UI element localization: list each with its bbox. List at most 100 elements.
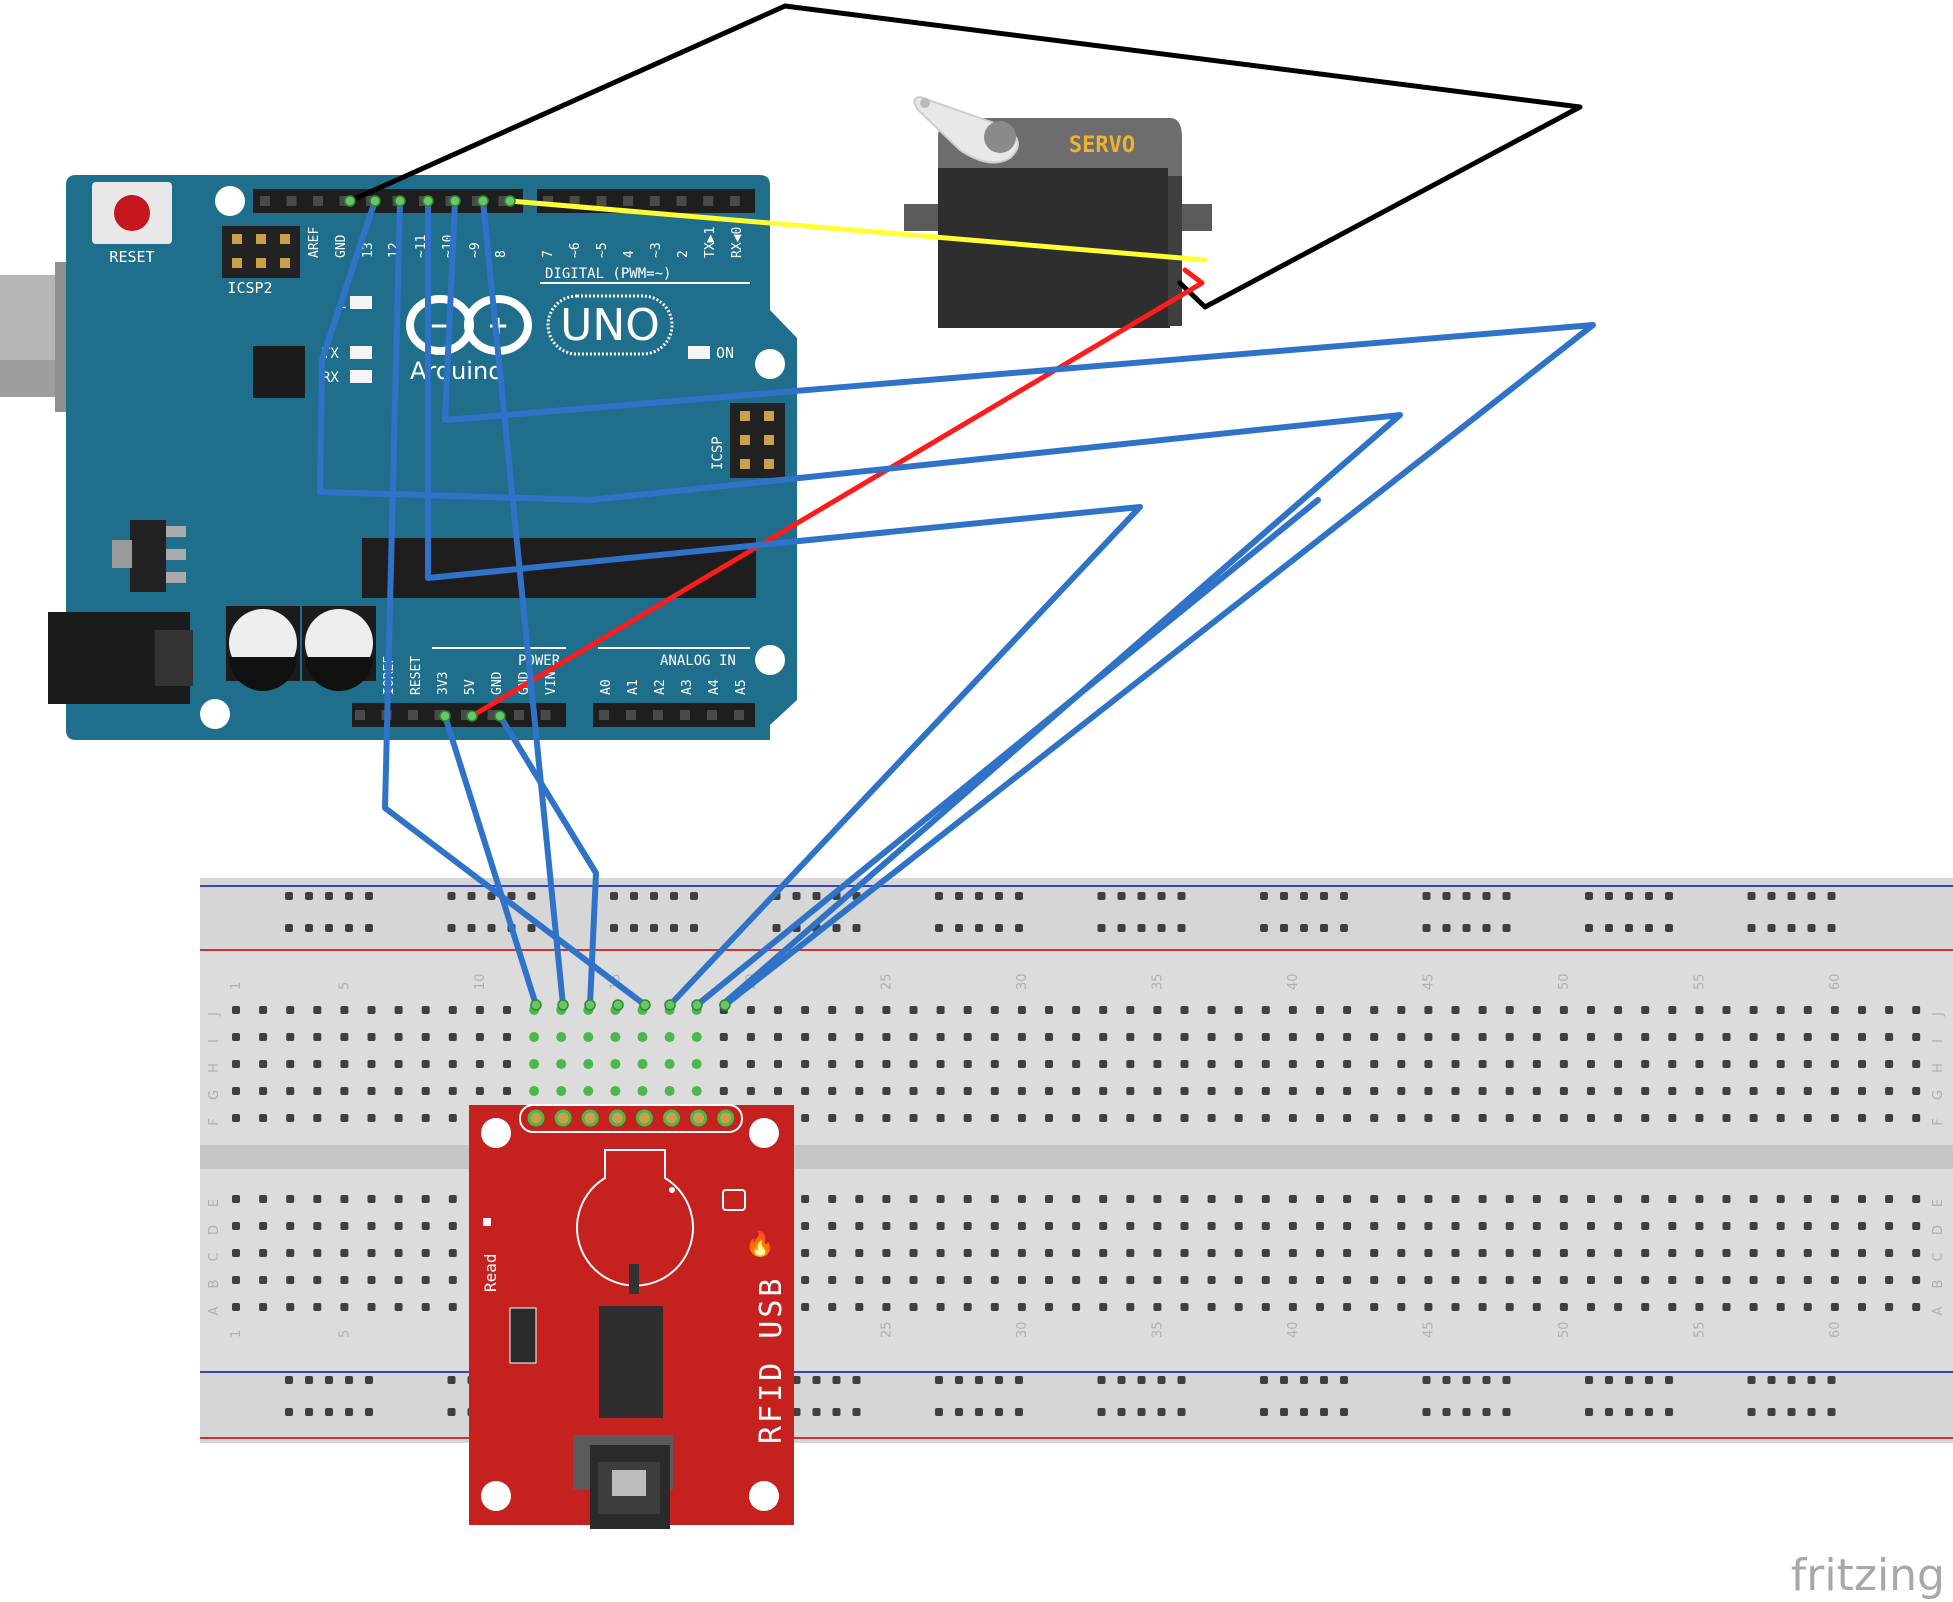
breadboard-hole [1722, 1033, 1731, 1041]
breadboard-hole [1532, 1060, 1541, 1068]
wire-endpoint[interactable] [477, 195, 489, 207]
breadboard-hole [1587, 1114, 1595, 1122]
breadboard-hole [963, 1114, 972, 1122]
connected-hole [583, 1086, 594, 1096]
wire-endpoint[interactable] [639, 999, 651, 1011]
connected-hole [637, 1032, 648, 1042]
breadboard-hole [828, 1033, 837, 1041]
breadboard-hole [1099, 1060, 1108, 1068]
wire-endpoint[interactable] [494, 710, 506, 722]
icsp-label: ICSP [710, 436, 726, 470]
wire-blue-7[interactable] [497, 713, 599, 1008]
breadboard-hole [232, 1060, 240, 1068]
breadboard-row-letter: B [207, 1280, 222, 1289]
breadboard-hole [367, 1222, 376, 1230]
header-pin [703, 196, 714, 206]
icsp-pin [764, 459, 774, 469]
rfid-pin [717, 1109, 735, 1127]
wire-endpoint[interactable] [612, 999, 624, 1011]
breadboard-hole [1668, 1276, 1677, 1284]
breadboard-hole [1261, 1033, 1270, 1041]
breadboard-hole [1261, 1006, 1270, 1014]
wire-blue-3[interactable] [425, 198, 1143, 1008]
breadboard-hole [1397, 1195, 1406, 1203]
breadboard-hole [1424, 1087, 1433, 1095]
breadboard-hole [1397, 1033, 1406, 1041]
wire-endpoint[interactable] [691, 999, 703, 1011]
breadboard-hole [1261, 1087, 1270, 1095]
breadboard-row-letter: F [1931, 1118, 1946, 1125]
wire-endpoint[interactable] [439, 710, 451, 722]
breadboard-hole [1343, 1276, 1352, 1284]
breadboard-hole [801, 1195, 810, 1203]
breadboard-hole [313, 1222, 322, 1230]
wire-blue-4[interactable] [442, 198, 1596, 1008]
breadboard-hole [1288, 1114, 1297, 1122]
rail-hole [690, 924, 698, 932]
breadboard-hole [1695, 1222, 1704, 1230]
rail-hole [1605, 924, 1613, 932]
breadboard-column-number: 40 [1286, 1321, 1301, 1338]
rail-hole [1787, 892, 1796, 900]
breadboard-hole [1397, 1303, 1406, 1311]
pin-label: TX▶1 [703, 227, 718, 258]
breadboard-hole [1424, 1195, 1433, 1203]
breadboard-hole [1776, 1222, 1785, 1230]
wire-endpoint[interactable] [449, 195, 461, 207]
wire-endpoint[interactable] [530, 999, 542, 1011]
breadboard-hole [1451, 1033, 1460, 1041]
rail-hole [792, 1408, 801, 1416]
breadboard-hole [313, 1114, 322, 1122]
breadboard-hole [882, 1060, 891, 1068]
wire-endpoint[interactable] [344, 195, 356, 207]
regulator-pin [166, 549, 186, 560]
rail-hole [1767, 1376, 1776, 1384]
breadboard-center-gap [200, 1145, 1953, 1169]
wire-endpoint[interactable] [664, 999, 676, 1011]
breadboard-hole [1559, 1006, 1568, 1014]
icsp2-pin [280, 258, 290, 268]
breadboard-hole [1532, 1087, 1541, 1095]
breadboard-hole [1072, 1114, 1081, 1122]
breadboard-hole [1099, 1033, 1108, 1041]
l-led [350, 296, 372, 309]
rail-hole [955, 1408, 963, 1416]
capacitor-stripe [229, 657, 297, 691]
wire-blue-5[interactable] [480, 198, 566, 1008]
reset-button[interactable] [114, 195, 150, 231]
breadboard-hole [1722, 1249, 1731, 1257]
breadboard-row-letter: B [1931, 1280, 1946, 1289]
rail-hole [1280, 1376, 1288, 1384]
wire-endpoint[interactable] [394, 195, 406, 207]
wire-endpoint[interactable] [584, 999, 596, 1011]
breadboard-hole [1587, 1249, 1595, 1257]
rail-hole [1340, 892, 1348, 900]
wire-endpoint[interactable] [557, 999, 569, 1011]
rail-hole [1442, 1408, 1451, 1416]
breadboard-hole [882, 1114, 891, 1122]
breadboard-hole [448, 1276, 457, 1284]
breadboard-hole [1451, 1114, 1460, 1122]
rail-hole [1422, 892, 1431, 900]
wire-endpoint[interactable] [504, 195, 516, 207]
breadboard-hole [475, 1006, 484, 1014]
wire-blue-6[interactable] [442, 713, 539, 1008]
breadboard-hole [1749, 1195, 1758, 1203]
breadboard-hole [1099, 1249, 1108, 1257]
header-pin [260, 196, 270, 206]
breadboard-hole [1261, 1249, 1270, 1257]
breadboard-hole [909, 1276, 918, 1284]
breadboard-hole [1858, 1033, 1866, 1041]
wire-endpoint[interactable] [369, 195, 381, 207]
wire-endpoint[interactable] [466, 710, 478, 722]
header-pin [408, 710, 418, 720]
wire-blue-8[interactable] [694, 497, 1321, 1008]
breadboard-hole [421, 1060, 430, 1068]
breadboard-hole [286, 1249, 295, 1257]
wire-endpoint[interactable] [422, 195, 434, 207]
rail-hole [1260, 1408, 1268, 1416]
breadboard-hole [1451, 1276, 1460, 1284]
wire-endpoint[interactable] [719, 999, 731, 1011]
wire-blue-1[interactable] [317, 198, 1403, 1008]
breadboard-hole [503, 1006, 511, 1014]
